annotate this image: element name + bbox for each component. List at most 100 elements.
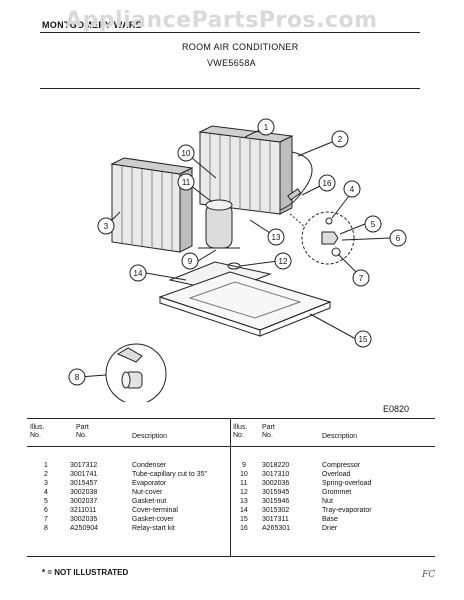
callout-14 <box>129 264 147 282</box>
callout-7 <box>352 269 370 287</box>
callout-label: 14 <box>134 269 143 278</box>
cell-part: 3001741 <box>70 471 98 478</box>
header-illus-right: Illus. No. <box>233 424 248 439</box>
cell-part: 3015457 <box>70 480 98 487</box>
cell-part: 3002035 <box>70 516 98 523</box>
cell-part: 3002037 <box>70 498 98 505</box>
cell-illus: 8 <box>44 525 48 532</box>
evaporator-coil <box>110 157 194 253</box>
cell-part: 3017312 <box>70 462 98 469</box>
cell-part: 3015302 <box>262 507 290 514</box>
header-desc-right: Description <box>322 433 358 440</box>
diagram-code: E0820 <box>383 404 410 414</box>
cell-desc: Base <box>322 516 338 523</box>
cell-desc: Cover-terminal <box>132 507 178 514</box>
brand-name: MONTGOMERY WARD <box>42 20 143 30</box>
cell-illus: 5 <box>44 498 48 505</box>
cell-desc: Nut-cover <box>132 489 163 496</box>
callout-label: 13 <box>272 233 281 242</box>
callout-16 <box>318 174 336 192</box>
cell-illus: 14 <box>240 507 248 514</box>
cell-part: 3015945 <box>262 489 290 496</box>
cell-illus: 3 <box>44 480 48 487</box>
callout-12 <box>274 252 292 270</box>
cell-part: 3017311 <box>262 516 289 523</box>
cell-desc: Evaporator <box>132 480 167 487</box>
base-pan <box>158 271 332 337</box>
callout-9 <box>181 252 199 270</box>
callout-label: 9 <box>188 257 193 266</box>
callout-label: 15 <box>359 335 368 344</box>
cell-illus: 13 <box>240 498 248 505</box>
callout-15 <box>354 330 372 348</box>
cell-part: A265301 <box>262 525 291 532</box>
cell-part: A250904 <box>70 525 99 532</box>
cell-desc: Relay-start kit <box>132 525 175 532</box>
cell-part: 3015946 <box>262 498 290 505</box>
cell-illus: 1 <box>44 462 48 469</box>
cell-illus: 11 <box>240 480 248 487</box>
callout-label: 4 <box>350 185 355 194</box>
handwritten-initials: FC <box>422 570 436 580</box>
header-part-left: Part No. <box>76 424 89 439</box>
table-divider <box>230 418 231 556</box>
exploded-parts-diagram: 1 2 3 4 5 6 7 8 9 10 11 12 13 14 15 16 <box>68 118 407 402</box>
callout-label: 5 <box>371 220 376 229</box>
callout-6 <box>389 229 407 247</box>
model-number: VWE5658A <box>207 58 256 68</box>
cell-part: 3017310 <box>262 471 290 478</box>
table-header-rule <box>27 446 435 447</box>
table-bottom-rule <box>27 556 435 557</box>
callout-label: 16 <box>323 179 332 188</box>
cell-desc: Tube-capillary cut to 35" <box>132 471 207 478</box>
condenser-coil <box>198 125 294 215</box>
cell-desc: Grommet <box>322 489 352 496</box>
cell-illus: 15 <box>240 516 248 523</box>
callout-4 <box>343 180 361 198</box>
cell-part: 3002036 <box>262 480 290 487</box>
watermark: AppliancePartsPros.com <box>65 8 378 33</box>
header-illus-left: Illus. No. <box>30 424 45 439</box>
callout-3 <box>97 217 115 235</box>
cell-desc: Drier <box>322 525 338 532</box>
compressor <box>198 199 240 249</box>
not-illustrated-note: * = NOT ILLUSTRATED <box>42 568 129 577</box>
callout-1 <box>257 118 275 136</box>
callout-5 <box>364 215 382 233</box>
callout-label: 2 <box>338 135 343 144</box>
header-rule <box>40 32 420 33</box>
cell-illus: 4 <box>44 489 48 496</box>
callout-label: 11 <box>182 178 191 187</box>
cell-illus: 7 <box>44 516 48 523</box>
callout-label: 1 <box>264 123 269 132</box>
callout-label: 6 <box>396 234 401 243</box>
cell-desc: Spring-overload <box>322 480 372 487</box>
header-desc-left: Description <box>132 433 168 440</box>
callout-10 <box>177 144 195 162</box>
callout-label: 3 <box>104 222 109 231</box>
callout-8 <box>68 368 86 386</box>
cell-desc: Condenser <box>132 462 167 469</box>
cell-part: 3002038 <box>70 489 98 496</box>
cell-illus: 6 <box>44 507 48 514</box>
cell-desc: Nut <box>322 498 333 505</box>
cell-desc: Compressor <box>322 462 361 469</box>
cell-illus: 2 <box>44 471 48 478</box>
diagram-top-rule <box>40 88 420 89</box>
cell-desc: Tray-evaporator <box>322 507 372 514</box>
cell-illus: 16 <box>240 525 248 532</box>
callout-label: 12 <box>279 257 288 266</box>
document-title: ROOM AIR CONDITIONER <box>182 42 299 52</box>
cell-illus: 10 <box>240 471 248 478</box>
callout-13 <box>267 228 285 246</box>
cell-illus: 12 <box>240 489 248 496</box>
header-part-right: Part No. <box>262 424 275 439</box>
cell-desc: Gasket-nut <box>132 498 167 505</box>
callout-2 <box>331 130 349 148</box>
cell-illus: 9 <box>242 462 246 469</box>
cell-part: 3211011 <box>70 507 97 514</box>
cell-desc: Gasket-cover <box>132 516 174 523</box>
callout-label: 10 <box>182 149 191 158</box>
cell-desc: Overload <box>322 471 351 478</box>
callout-label: 8 <box>75 373 80 382</box>
